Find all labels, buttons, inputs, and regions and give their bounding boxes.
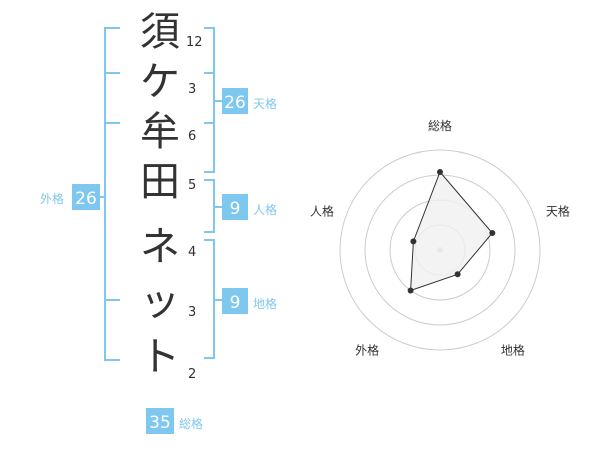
gaikaku-label: 外格 — [40, 191, 64, 206]
chikaku-label: 地格 — [253, 296, 277, 311]
name-char-6: ッ — [140, 279, 180, 325]
jinkaku-badge-box — [222, 194, 248, 220]
tenkaku-badge: 26 天格 — [222, 88, 277, 114]
radar-point-1 — [437, 169, 443, 175]
name-char-7: ト — [140, 334, 180, 380]
name-char-5: ネ — [140, 224, 180, 270]
radar-axis-label-1: 総格 — [428, 118, 452, 133]
tenkaku-label: 天格 — [253, 96, 277, 111]
soukaku-badge: 35 総格 — [146, 408, 203, 434]
chikaku-badge: 9 地格 — [222, 288, 277, 314]
soukaku-badge-box — [146, 408, 174, 434]
radar-axis-label-2: 天格 — [546, 204, 570, 219]
radar-point-2 — [489, 230, 496, 237]
stroke-count-4: 5 — [188, 178, 196, 193]
stroke-count-6: 3 — [188, 305, 196, 320]
radar-axis-label-4: 外格 — [355, 342, 379, 357]
jinkaku-value: 9 — [230, 199, 241, 219]
radar-polygon-layer — [410, 171, 493, 292]
radar-points — [407, 169, 496, 294]
chikaku-bracket — [204, 239, 215, 359]
brackets — [90, 27, 222, 361]
name-char-2: ケ — [140, 59, 180, 105]
stroke-count-2: 3 — [188, 82, 196, 97]
stroke-counts: 12 3 6 5 4 3 2 — [186, 35, 203, 382]
radar-axis-label-5: 人格 — [310, 204, 334, 219]
radar-point-5 — [410, 238, 417, 245]
radar-polygon — [410, 171, 493, 292]
radar-point-3 — [454, 271, 461, 278]
stroke-count-5: 4 — [188, 245, 196, 260]
tenkaku-value: 26 — [224, 93, 246, 113]
gaikaku-value: 26 — [75, 189, 97, 209]
gaikaku-bracket — [104, 27, 120, 361]
jinkaku-label: 人格 — [253, 202, 277, 217]
radar-axis-label-3: 地格 — [501, 342, 525, 357]
tenkaku-bracket — [204, 27, 215, 173]
chikaku-badge-box — [222, 288, 248, 314]
gaikaku-badge: 外格 26 — [40, 184, 100, 210]
jinkaku-badge: 9 人格 — [222, 194, 277, 220]
name-char-3: 牟 — [140, 109, 180, 155]
name-characters: 須 ケ 牟 田 ネ ッ ト — [140, 9, 180, 380]
stroke-count-7: 2 — [188, 367, 196, 382]
soukaku-value: 35 — [149, 413, 171, 433]
stroke-count-3: 6 — [188, 129, 196, 144]
radar-ring-4 — [339, 149, 541, 351]
radar-point-4 — [407, 287, 414, 294]
soukaku-label: 総格 — [179, 416, 203, 431]
chikaku-value: 9 — [230, 293, 241, 313]
name-char-4: 田 — [140, 159, 180, 205]
gaikaku-badge-box — [72, 184, 100, 210]
jinkaku-bracket — [204, 179, 215, 233]
name-char-1: 須 — [140, 9, 180, 55]
tenkaku-badge-box — [222, 88, 248, 114]
stroke-count-1: 12 — [186, 35, 203, 50]
